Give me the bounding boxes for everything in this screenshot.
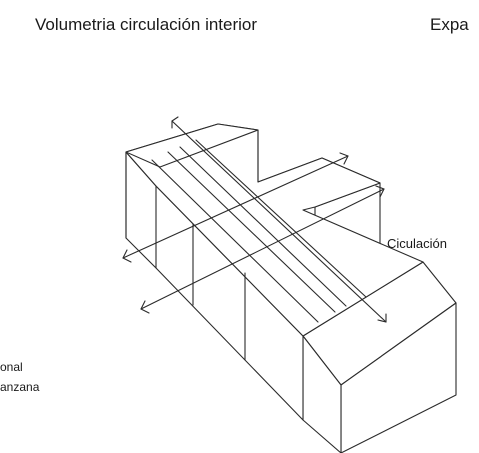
- left-cut-label-line1: onal: [0, 360, 23, 374]
- left-cut-label-line2: anzana: [0, 380, 40, 394]
- arrow-head-icon: [122, 249, 132, 263]
- diagram-title: Volumetria circulación interior: [35, 15, 258, 34]
- circulation-label: Ciculación: [387, 236, 447, 251]
- arrow-head-icon: [339, 152, 349, 165]
- transverse-arrows: [122, 152, 385, 314]
- main-bar-volume: [125, 123, 424, 421]
- arrow-head-icon: [140, 300, 150, 314]
- adjacent-title-cut: Expa: [430, 15, 469, 34]
- facade-divisions: [125, 129, 259, 361]
- arrow-head-icon: [375, 185, 385, 198]
- front-block-volume: [302, 261, 457, 453]
- interior-circulation-band: [151, 139, 367, 323]
- arrow-head-icon: [171, 116, 179, 129]
- arrow-head-icon: [377, 313, 387, 323]
- longitudinal-arrow: [171, 116, 387, 323]
